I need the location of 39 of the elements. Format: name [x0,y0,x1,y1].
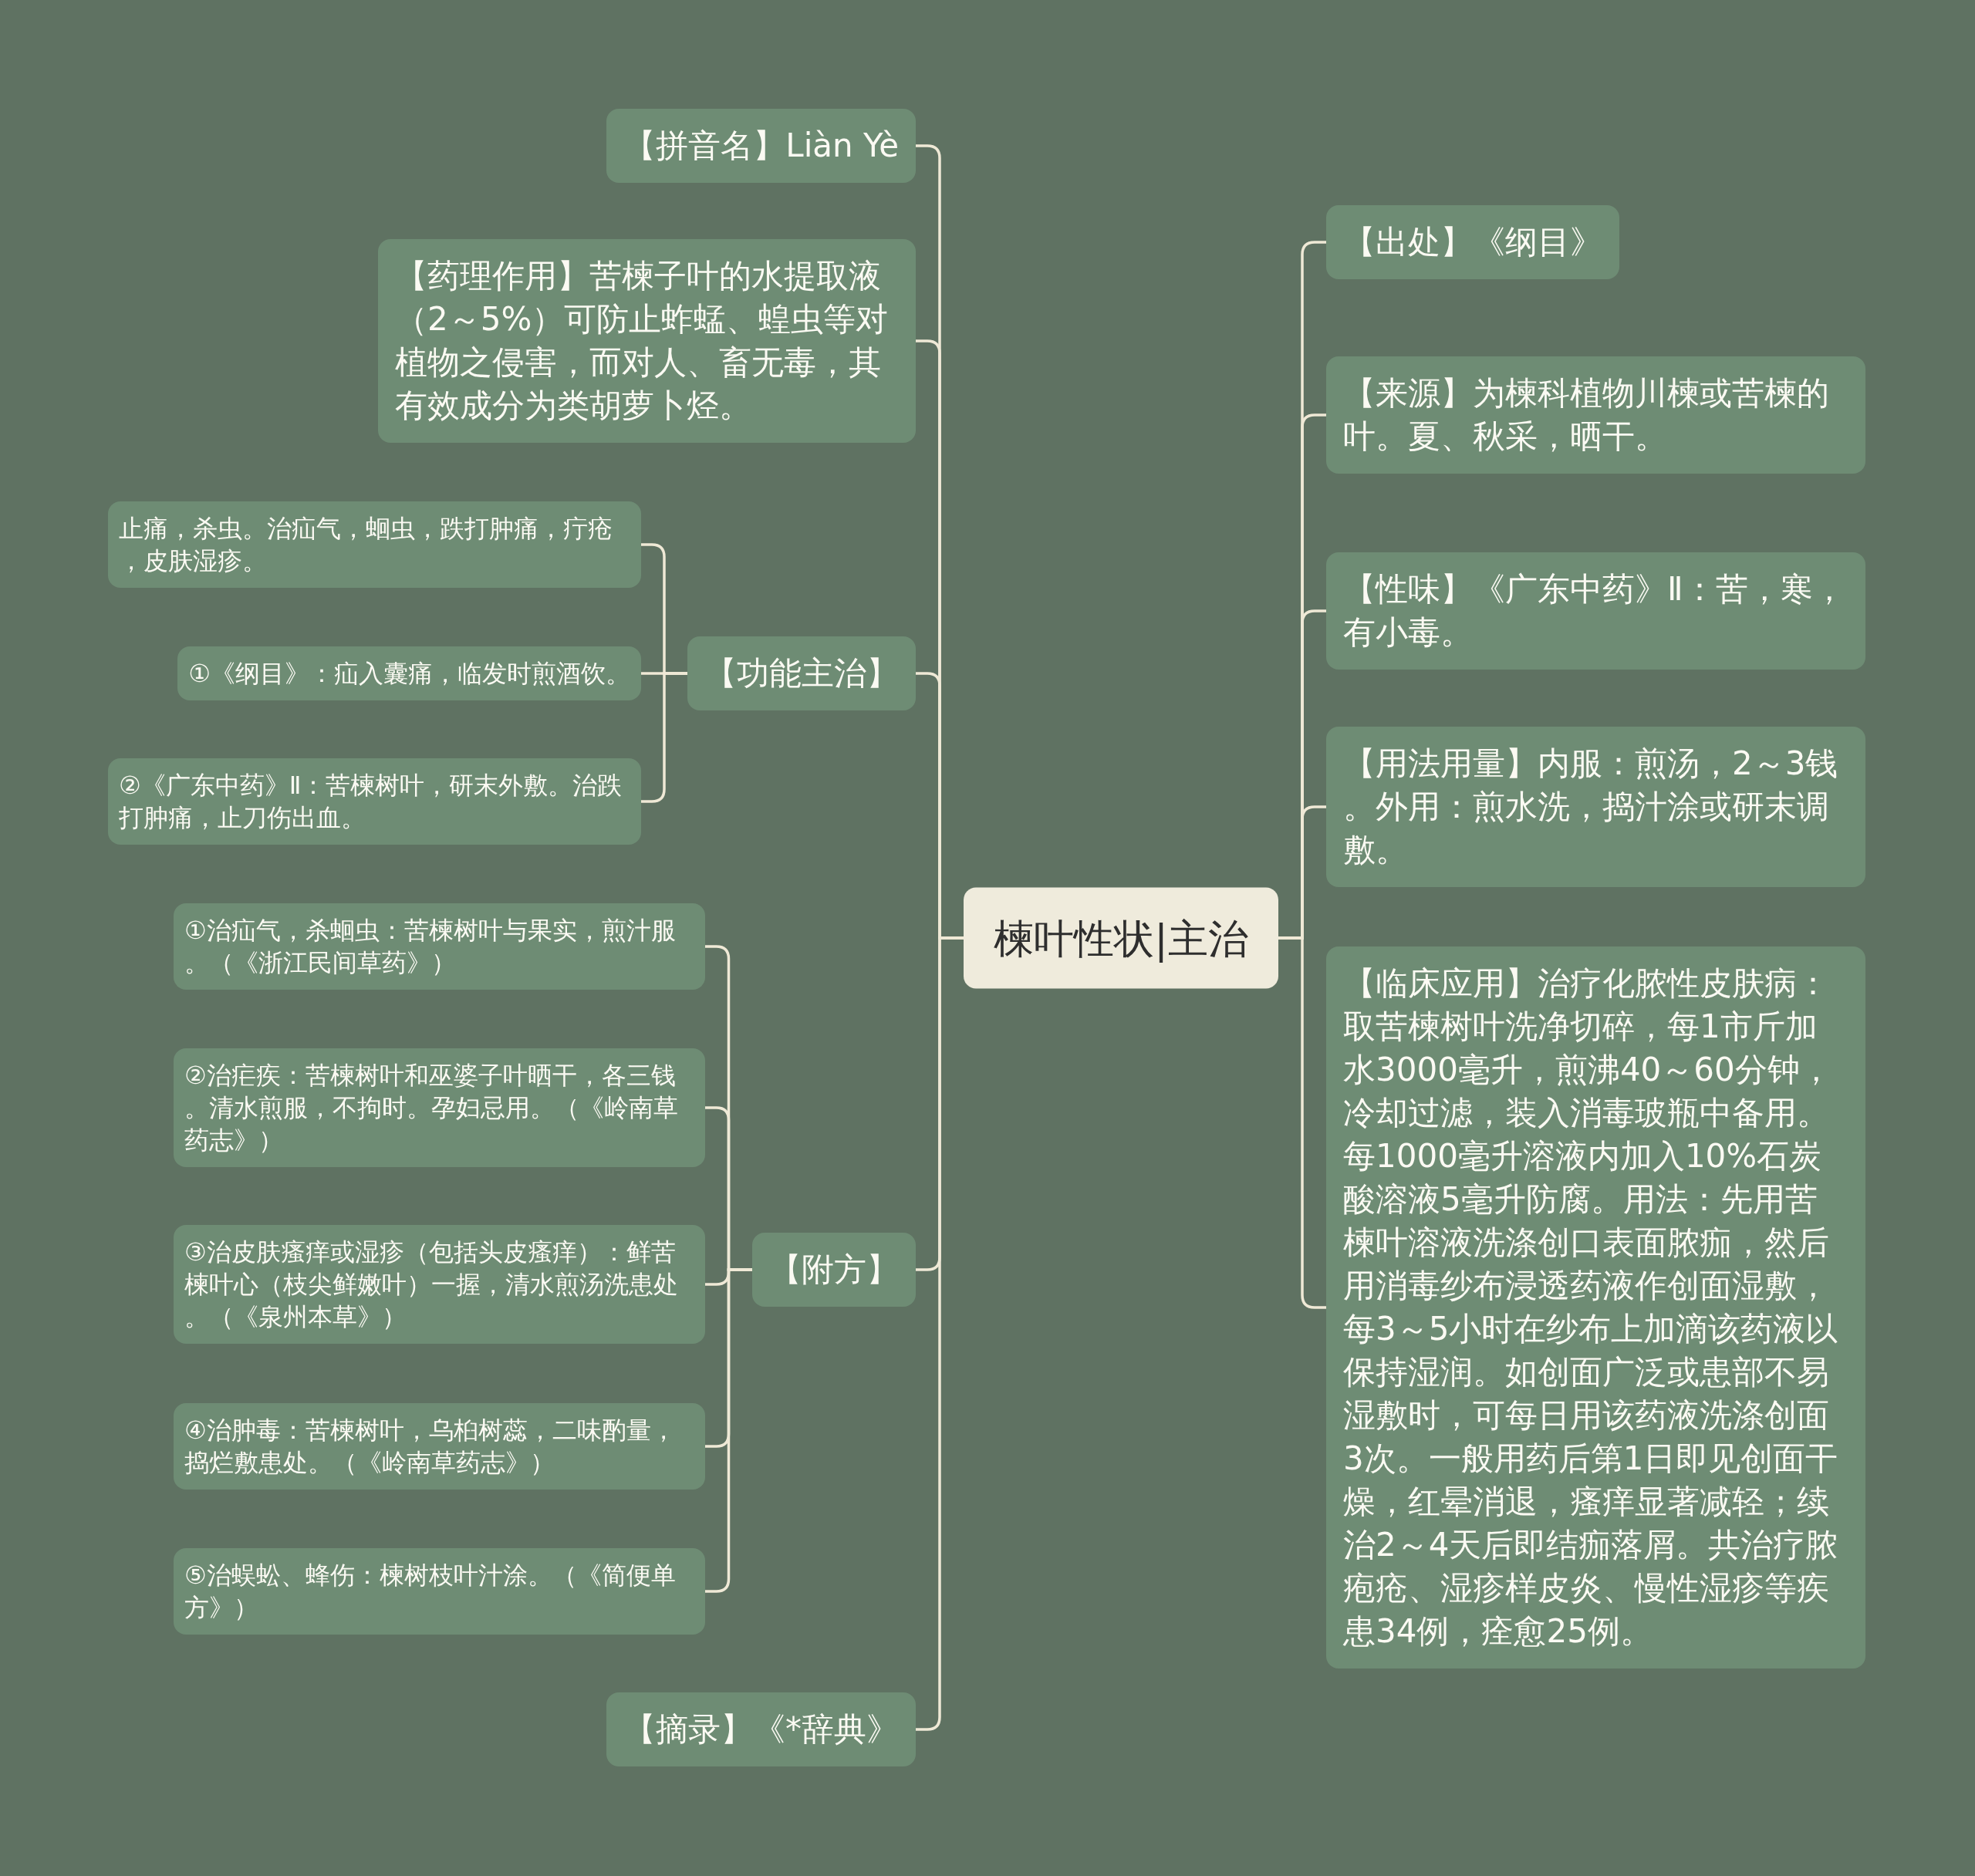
connector-line [705,1268,752,1593]
connector-line [1278,936,1326,1309]
subtopic-card [174,1048,705,1167]
topic-text: 【功能主治】 [704,653,899,693]
topic-text: 【性味】《广东中药》Ⅱ：苦，寒，有小毒。 [1343,569,1846,653]
topic-text: 【出处】《纲目》 [1343,222,1602,262]
subtopic-card [174,1403,705,1490]
topic-card [606,109,916,183]
topic-card [1326,552,1865,670]
topic-text: 【药理作用】苦楝子叶的水提取液（2～5%）可防止蚱蜢、蝗虫等对植物之侵害，而对人、畜无毒，其有效成分为类胡萝卜烃。 [395,256,890,426]
central-topic [964,887,1278,989]
subtopic-text: ③治皮肤瘙痒或湿疹（包括头皮瘙痒）：鲜苦楝叶心（枝尖鲜嫩叶）一握，清水煎汤洗患处。（《泉州本草》） [184,1237,679,1333]
central-topic-text: 楝叶性状|主治 [994,914,1248,963]
topic-card [378,239,916,443]
subtopic-text: 止痛，杀虫。治疝气，蛔虫，跌打肿痛，疔疮，皮肤湿疹。 [119,513,613,577]
topic-card [687,636,916,710]
subtopic-text: ①《纲目》：疝入囊痛，临发时煎酒饮。 [188,658,630,690]
topic-text: 【来源】为楝科植物川楝或苦楝的叶。夏、秋采，晒干。 [1343,373,1830,457]
topic-card [1326,727,1865,887]
subtopic-card [108,501,641,588]
subtopic-text: ②《广东中药》Ⅱ：苦楝树叶，研末外敷。治跌打肿痛，止刀伤出血。 [119,770,623,834]
topic-text: 【附方】 [769,1250,899,1290]
topic-text: 【拼音名】Liàn Yè [623,126,899,166]
subtopic-text: ⑤治蜈蚣、蜂伤：楝树枝叶汁涂。（《简便单方》） [184,1560,677,1624]
topic-text: 【摘录】《*辞典》 [623,1709,899,1749]
subtopic-card [174,1225,705,1344]
subtopic-card [174,1548,705,1635]
topic-card [606,1692,916,1766]
subtopic-card [174,903,705,990]
topic-card [1326,356,1865,474]
subtopic-card [108,758,641,845]
subtopic-card [177,646,641,700]
subtopic-text: ④治肿毒：苦楝树叶，乌桕树蕊，二味酌量，捣烂敷患处。（《岭南草药志》） [184,1415,677,1479]
subtopic-text: ①治疝气，杀蛔虫：苦楝树叶与果实，煎汁服。（《浙江民间草药》） [184,915,677,979]
topic-card [1326,205,1619,279]
topic-text: 【用法用量】内服：煎汤，2～3钱。外用：煎水洗，捣汁涂或研末调敷。 [1343,744,1839,870]
subtopic-text: ②治疟疾：苦楝树叶和巫婆子叶晒干，各三钱。清水煎服，不拘时。孕妇忌用。（《岭南草药志》） [184,1060,679,1156]
topic-text: 【临床应用】治疗化脓性皮肤病：取苦楝树叶洗净切碎，每1市斤加水3000毫升，煎沸40～60分钟，冷却过滤，装入消毒玻瓶中备用。每1000毫升溶液内加入10%石炭酸溶液5毫升防腐。用法：先用苦楝叶溶液洗涤创口表面脓痂，然后用消毒纱布浸透药液作创面湿敷，每3～5小时在纱布上加滴该药液以保持湿润。如创面广泛或患部不易湿敷时，可每日用该药液洗涤创面3次。一般用药后第1日即见创面干燥，红晕消退，瘙痒显著减轻；续治2～4天后即结痂落屑。共治疗脓疱疮、湿疹样皮炎、慢性湿疹等疾患34例，痊愈25例。 [1343,963,1839,1652]
topic-card [752,1233,916,1307]
